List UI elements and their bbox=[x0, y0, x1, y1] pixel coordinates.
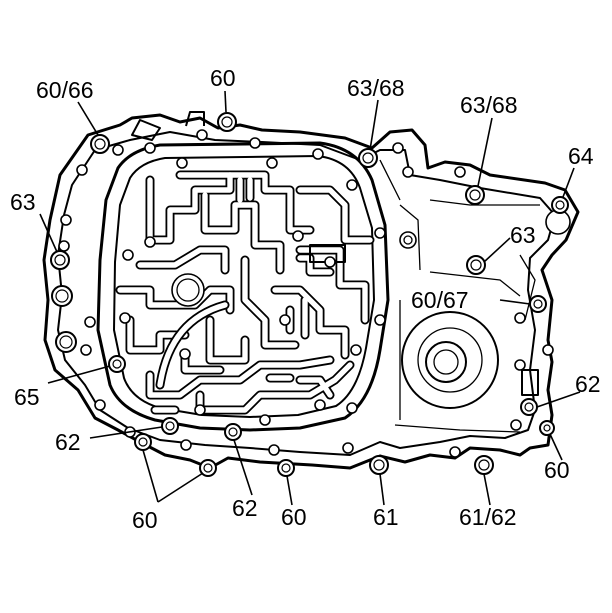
callout-64: 64 bbox=[568, 143, 594, 169]
bolt-60-66 bbox=[90, 134, 110, 154]
bolt-62-bottom bbox=[224, 423, 242, 441]
bolt-63-68-a bbox=[358, 148, 378, 168]
callout-65: 65 bbox=[14, 384, 40, 410]
callout-62-right: 62 bbox=[575, 371, 601, 397]
valve-body-channels bbox=[115, 170, 375, 415]
bolt-61 bbox=[369, 455, 389, 475]
callout-62-bottom: 62 bbox=[232, 495, 258, 521]
valve-body-gasket-inner bbox=[113, 155, 375, 418]
bolt-62-right bbox=[520, 398, 538, 416]
bolt-63-68-b bbox=[465, 185, 485, 205]
callout-60-66: 60/66 bbox=[36, 77, 94, 103]
bolt-60-top bbox=[217, 112, 237, 132]
bolt-60-bottom bbox=[277, 459, 295, 477]
bolt-64 bbox=[551, 196, 569, 214]
callout-63-68-b: 63/68 bbox=[460, 92, 518, 118]
callout-60-right: 60 bbox=[544, 457, 570, 483]
bolt-61-62 bbox=[474, 455, 494, 475]
callout-63-left: 63 bbox=[10, 189, 36, 215]
top-tab bbox=[131, 119, 161, 141]
callout-63-mid: 63 bbox=[510, 222, 536, 248]
callout-61-62: 61/62 bbox=[459, 504, 517, 530]
callout-labels: 60/66 60 63/68 63/68 64 63 63 60/67 65 6… bbox=[10, 65, 601, 533]
callout-60-67: 60/67 bbox=[411, 287, 469, 313]
top-boss bbox=[185, 111, 205, 127]
bolt-62-left bbox=[161, 417, 179, 435]
bolt-65 bbox=[108, 355, 126, 373]
callout-60-bottom-left: 60 bbox=[132, 507, 158, 533]
gasket-holes bbox=[119, 148, 386, 426]
valve-body-gasket bbox=[96, 141, 390, 432]
bolts bbox=[50, 112, 569, 477]
leader-lines bbox=[39, 90, 581, 506]
bolt-60-right bbox=[539, 420, 555, 436]
bolt-left-3 bbox=[55, 331, 77, 353]
callout-63-68-a: 63/68 bbox=[347, 75, 405, 101]
bolt-60-67 bbox=[529, 295, 547, 313]
bolt-60-bl-a bbox=[134, 433, 152, 451]
bolt-63-left bbox=[50, 250, 70, 270]
bolt-60-bl-b bbox=[199, 459, 217, 477]
bolt-63-mid bbox=[466, 255, 486, 275]
bolt-left-2 bbox=[51, 285, 73, 307]
callout-60-bottom: 60 bbox=[281, 504, 307, 530]
callout-60-top: 60 bbox=[210, 65, 236, 91]
callout-61: 61 bbox=[373, 504, 399, 530]
callout-62-left: 62 bbox=[55, 429, 81, 455]
